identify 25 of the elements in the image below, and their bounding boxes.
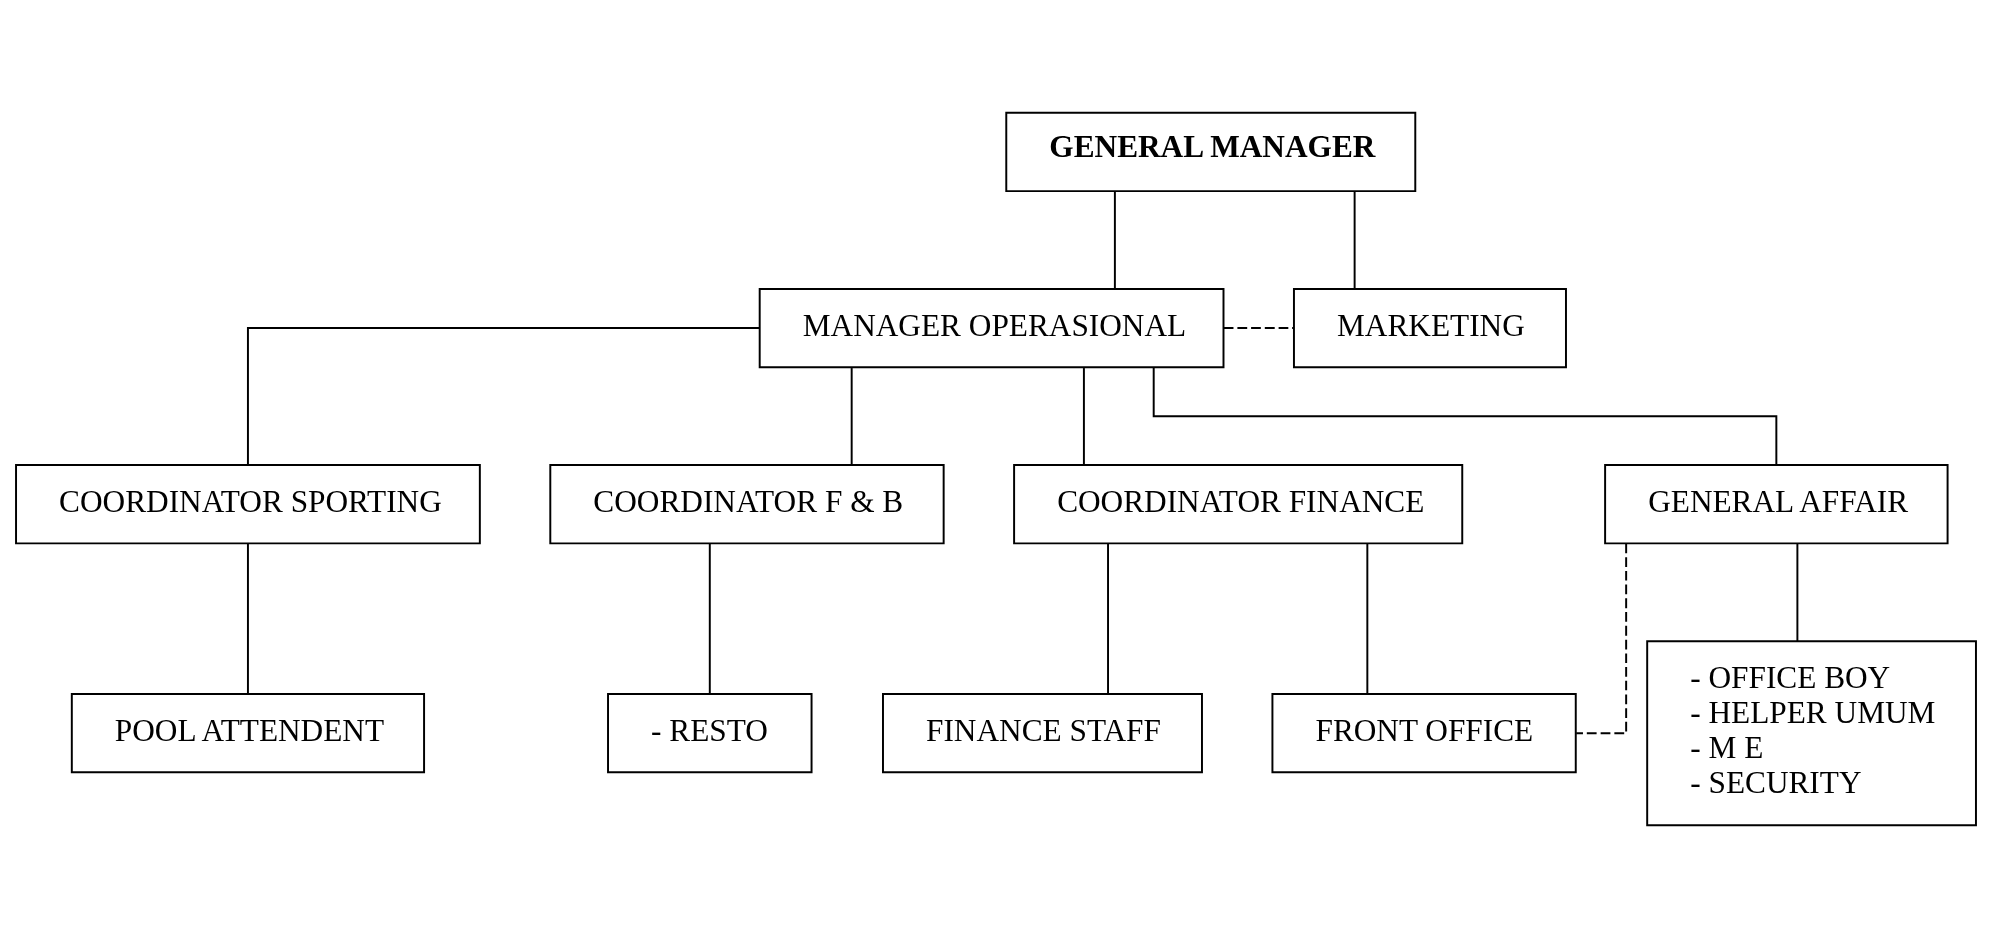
connector	[1366, 542, 1369, 695]
node-box: COORDINATOR F & B	[549, 463, 945, 544]
connector	[1575, 542, 1628, 734]
node-box: COORDINATOR FINANCE	[1013, 463, 1464, 544]
connector	[850, 366, 853, 466]
connector	[1353, 190, 1356, 290]
node-box: - OFFICE BOY - HELPER UMUM - M E - SECURITY	[1646, 639, 1977, 826]
connector	[1152, 366, 1778, 466]
node-box: GENERAL MANAGER	[1005, 111, 1417, 192]
node-box: - RESTO	[607, 692, 813, 773]
connector	[1082, 366, 1085, 466]
connector	[1113, 190, 1116, 290]
node-box: FINANCE STAFF	[882, 692, 1203, 773]
connector	[246, 326, 761, 465]
node-box: MANAGER OPERASIONAL	[758, 287, 1225, 368]
connector	[708, 542, 711, 695]
node-box: FRONT OFFICE	[1271, 692, 1577, 773]
connector	[1796, 542, 1799, 642]
node-box: POOL ATTENDENT	[70, 692, 426, 773]
connector	[1222, 326, 1295, 329]
node-box: GENERAL AFFAIR	[1604, 463, 1949, 544]
connector	[1107, 542, 1109, 695]
node-box: COORDINATOR SPORTING	[15, 463, 481, 544]
connector	[246, 542, 249, 695]
node-box: MARKETING	[1292, 287, 1567, 368]
